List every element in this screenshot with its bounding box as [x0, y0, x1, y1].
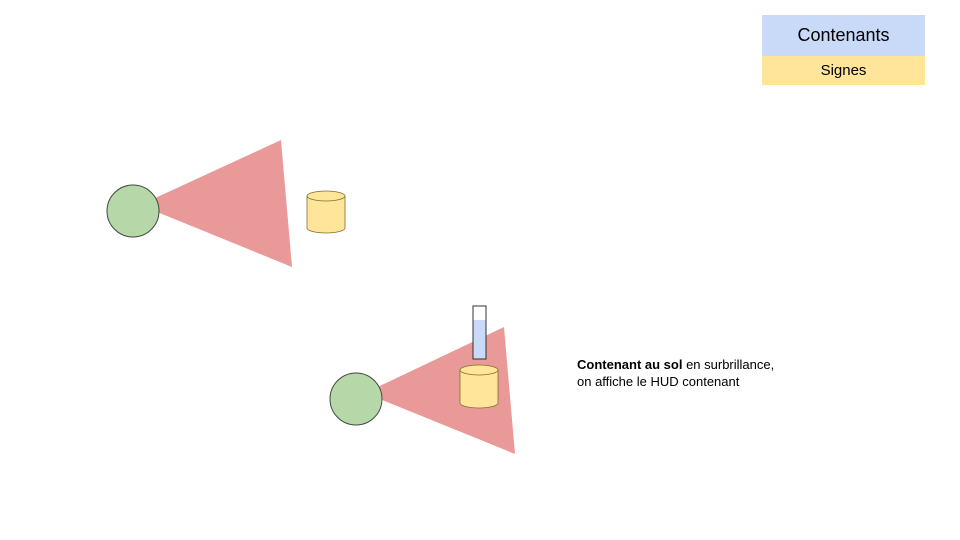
- container-hud-gauge: [472, 305, 487, 360]
- legend-signes: Signes: [762, 56, 925, 85]
- legend-signes-label: Signes: [820, 62, 867, 79]
- annotation-note-text: en surbrillance, on affiche le HUD conte…: [577, 357, 775, 389]
- view-cone: [140, 140, 292, 267]
- annotation-note-bold: Contenant au sol: [577, 357, 683, 372]
- container-cylinder-highlighted: [459, 364, 499, 409]
- legend-contenants: Contenants: [762, 15, 925, 56]
- scene-2: [329, 305, 515, 454]
- annotation-note: Contenant au sol en surbrillance, on aff…: [577, 356, 777, 390]
- legend-contenants-label: Contenants: [797, 25, 890, 45]
- player-circle: [329, 372, 383, 426]
- container-cylinder: [306, 190, 346, 234]
- player-circle: [106, 184, 160, 238]
- scene-1: [106, 140, 346, 267]
